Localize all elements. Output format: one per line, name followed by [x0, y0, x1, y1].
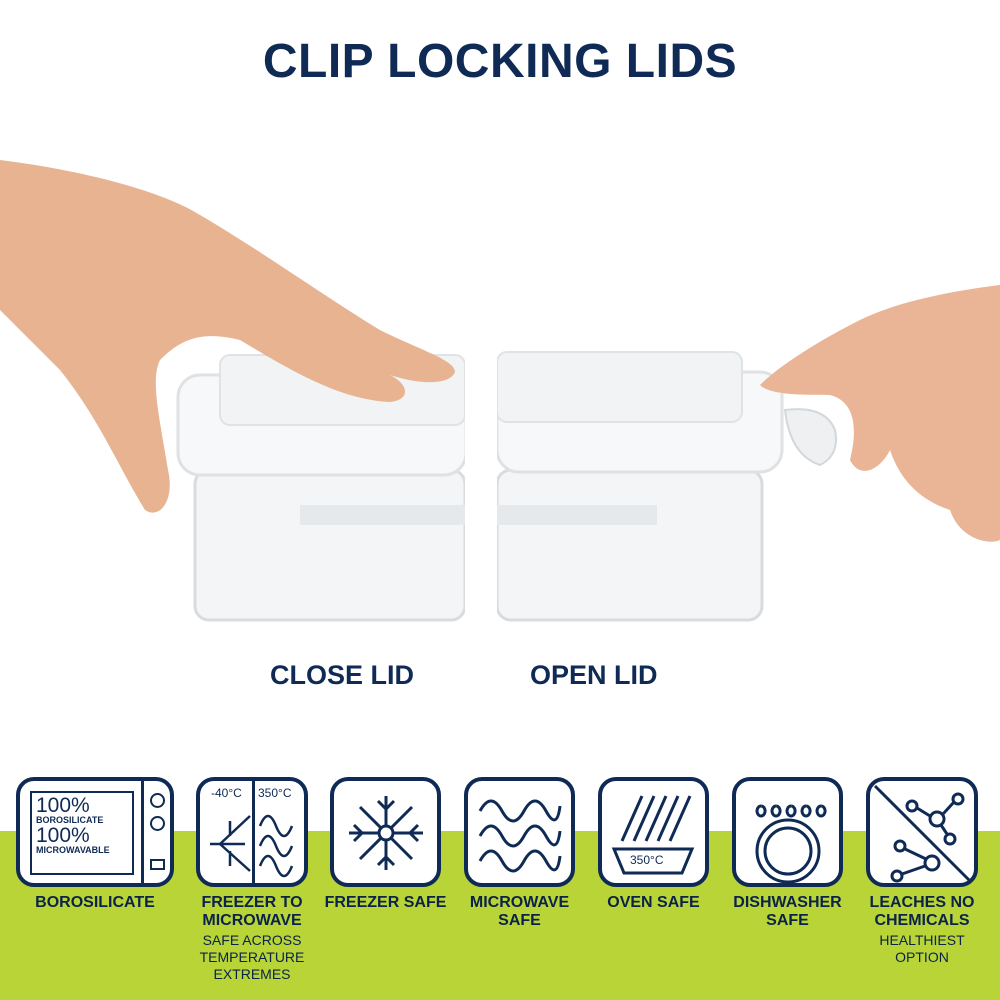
- no-chemicals-icon: [866, 777, 978, 887]
- feature-label: MICROWAVE SAFE: [469, 894, 570, 929]
- microwavable-text: MICROWAVABLE: [36, 845, 110, 855]
- right-hand: [760, 285, 1000, 542]
- feature-sublabel: HEALTHIEST OPTION: [879, 932, 965, 965]
- borosilicate-icon: 100% BOROSILICATE 100% MICROWAVABLE: [16, 777, 174, 887]
- freezer-to-microwave-icon: -40°C 350°C: [196, 777, 308, 887]
- feature-label: BOROSILICATE: [35, 894, 155, 911]
- open-container: [495, 351, 837, 622]
- feature-label: DISHWASHER SAFE: [733, 894, 842, 929]
- feature-sublabel: SAFE ACROSS TEMPERATURE EXTREMES: [199, 932, 305, 982]
- oven-temp: 350°C: [630, 853, 664, 867]
- product-photo: [0, 140, 1000, 640]
- feature-label: OVEN SAFE: [607, 894, 700, 911]
- cold-temp: -40°C: [211, 786, 242, 800]
- feature-label: FREEZER SAFE: [324, 894, 447, 911]
- close-lid-caption: CLOSE LID: [270, 660, 415, 690]
- open-lid-caption: OPEN LID: [530, 660, 658, 690]
- borosilicate-text: BOROSILICATE: [36, 815, 104, 825]
- percent-text: 100%: [36, 824, 90, 847]
- dishwasher-plate-icon: [732, 777, 843, 887]
- page-title: CLIP LOCKING LIDS: [262, 35, 738, 88]
- percent-text: 100%: [36, 794, 90, 817]
- left-hand: [0, 160, 455, 513]
- hot-temp: 350°C: [258, 786, 292, 800]
- oven-heat-icon: 350°C: [598, 777, 709, 887]
- microwave-waves-icon: [464, 777, 575, 887]
- snowflake-icon: [330, 777, 441, 887]
- closed-container: [176, 354, 468, 622]
